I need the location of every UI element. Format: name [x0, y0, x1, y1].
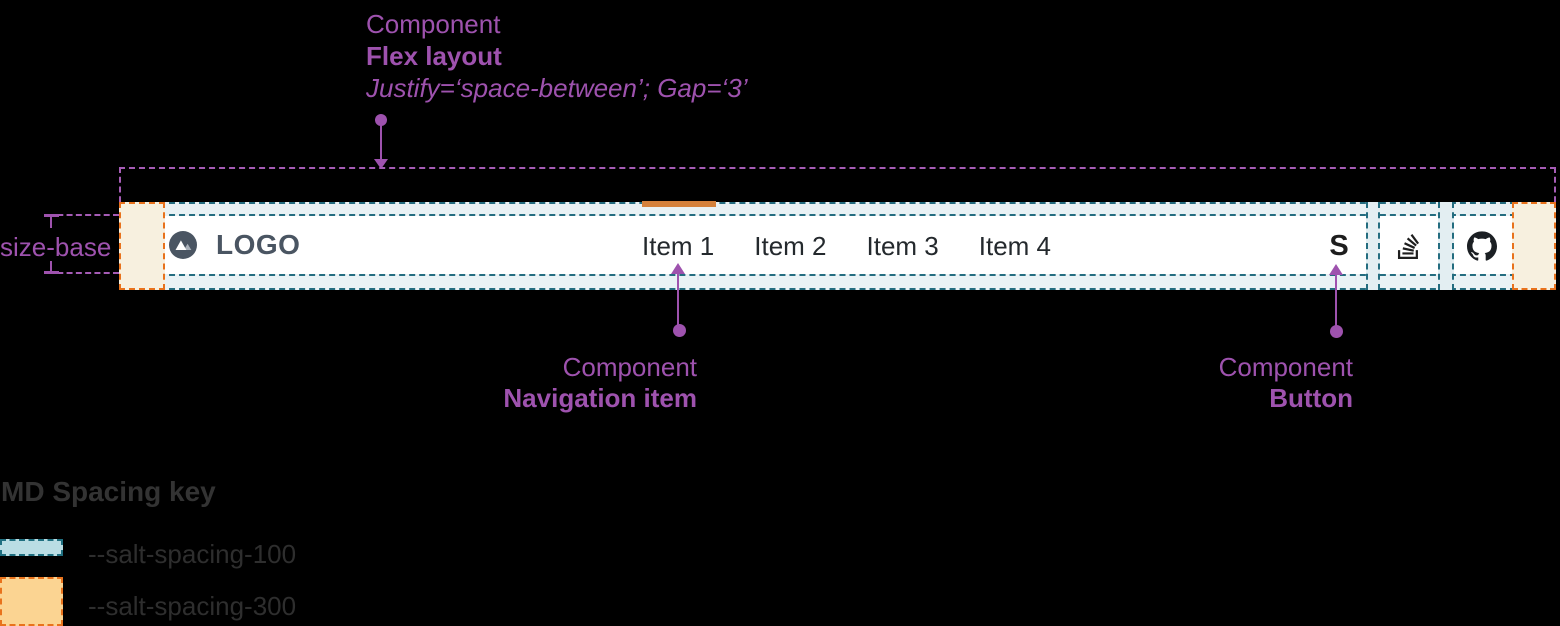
annotation-title: Button [1269, 383, 1353, 413]
connector-line [1335, 273, 1337, 326]
connector-line [677, 272, 679, 327]
legend-title: MD Spacing key [1, 476, 216, 507]
annotation-kicker: Component [366, 9, 501, 39]
stackoverflow-button[interactable] [1395, 232, 1421, 260]
size-base-bracket-bottom [48, 272, 119, 274]
bracket-stem-top [50, 216, 52, 228]
spacing-100-label: --salt-spacing-100 [88, 539, 297, 569]
nav-item-3[interactable]: Item 3 [866, 230, 939, 261]
connector-dot [673, 324, 686, 337]
nav-item-annotation: Component Navigation item [503, 352, 697, 414]
size-base-label: size-base [0, 232, 112, 262]
size-base-bracket-top [48, 214, 119, 216]
spacing-300-label: --salt-spacing-300 [88, 591, 297, 621]
connector-line [380, 125, 382, 161]
s-button[interactable]: S [1329, 230, 1349, 262]
stackoverflow-icon [1397, 233, 1419, 259]
spacing-100-strip-top [119, 202, 1556, 216]
spacing-100-strip-bottom [119, 274, 1556, 290]
active-item-indicator [642, 201, 716, 207]
bracket-cap-top [44, 214, 59, 217]
mountain-icon [169, 231, 197, 259]
bracket-stem-bottom [50, 261, 52, 273]
spacing-300-block-left [119, 202, 165, 290]
github-icon [1467, 231, 1497, 261]
nav-item-1[interactable]: Item 1 [642, 230, 715, 261]
annotation-kicker: Component [562, 352, 697, 382]
annotation-title: Flex layout [366, 41, 502, 71]
button-annotation: Component Button [1219, 352, 1353, 414]
annotation-title: Navigation item [503, 383, 697, 413]
spacing-100-gap-1 [1366, 202, 1380, 290]
nav-item-4[interactable]: Item 4 [978, 230, 1051, 261]
spacing-300-block-right [1512, 202, 1556, 290]
arrow-up-icon [1329, 264, 1343, 275]
nav-items: Item 1 Item 2 Item 3 Item 4 [642, 216, 1051, 276]
spacing-100-swatch [0, 539, 63, 556]
connector-dot [1330, 325, 1343, 338]
arrow-down-icon [374, 159, 388, 169]
connector-dot [375, 114, 387, 126]
logo-text: LOGO [216, 229, 301, 260]
spacing-100-gap-2 [1438, 202, 1454, 290]
annotation-kicker: Component [1218, 352, 1353, 382]
arrow-up-icon [671, 263, 685, 274]
mountain-icon-glyph [175, 240, 192, 250]
nav-item-2[interactable]: Item 2 [754, 230, 827, 261]
spacing-300-swatch [0, 577, 63, 626]
flex-layout-annotation: Component Flex layout Justify=‘space-bet… [366, 8, 748, 104]
navigation-bar: LOGO Item 1 Item 2 Item 3 Item 4 S [119, 201, 1556, 290]
annotation-props: Justify=‘space-between’; Gap=‘3’ [366, 73, 748, 103]
github-button[interactable] [1467, 230, 1497, 262]
